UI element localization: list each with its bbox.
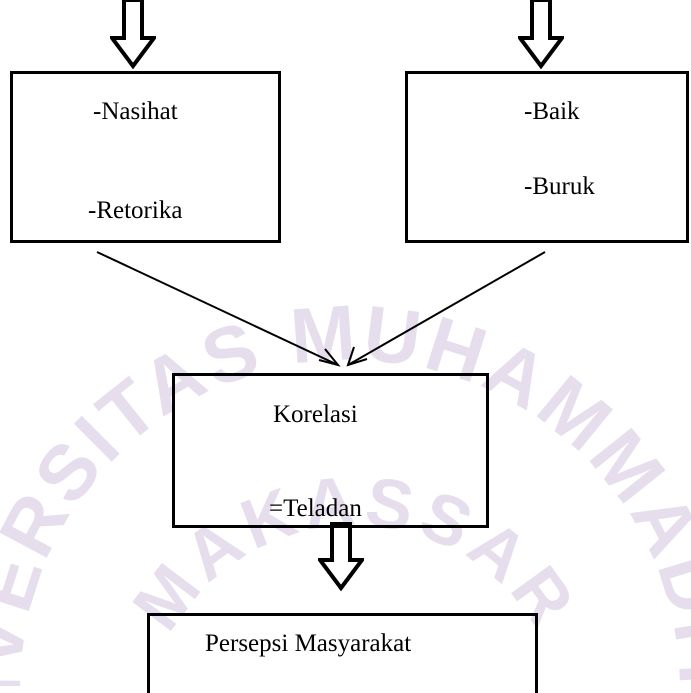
box-bottom-persepsi-masyarakat bbox=[147, 613, 538, 693]
arrowhead-right-connector bbox=[346, 346, 368, 367]
box-right-baik-buruk bbox=[405, 71, 689, 243]
arrowhead-left-connector bbox=[318, 348, 341, 367]
down-arrow-right-icon bbox=[518, 0, 564, 70]
right-box-line-2: -Buruk bbox=[524, 173, 595, 200]
down-arrow-left-icon bbox=[110, 0, 156, 70]
down-arrow-middle-icon bbox=[318, 522, 364, 592]
left-box-line-1: -Nasihat bbox=[93, 98, 178, 125]
connector-left-to-middle bbox=[96, 251, 339, 366]
box-left-nasihat-retorika bbox=[10, 71, 281, 243]
bottom-box-line-1: Persepsi Masyarakat bbox=[205, 630, 412, 657]
connector-right-to-middle bbox=[347, 251, 546, 366]
middle-box-line-2: =Teladan bbox=[269, 495, 362, 522]
left-box-line-2: -Retorika bbox=[88, 197, 183, 224]
box-middle-korelasi bbox=[172, 373, 489, 528]
right-box-line-1: -Baik bbox=[524, 98, 580, 125]
middle-box-line-1: Korelasi bbox=[273, 401, 358, 428]
